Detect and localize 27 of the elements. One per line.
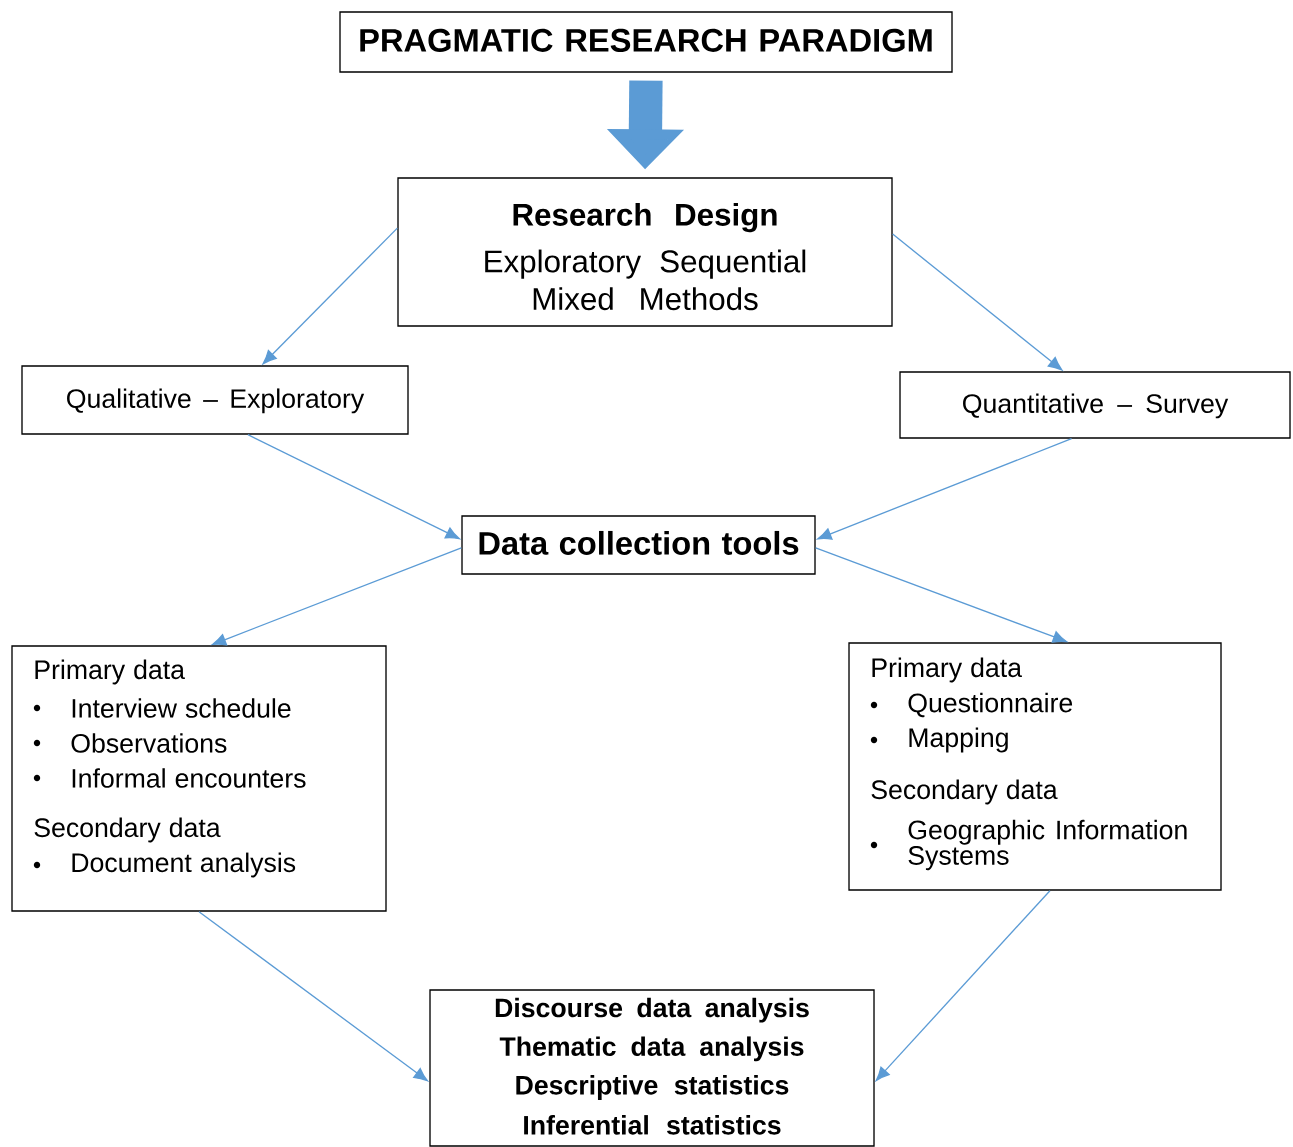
arrow xyxy=(817,438,1073,540)
arrow xyxy=(815,547,1067,643)
analysis-box: Discourse data analysis Thematic data analysis Descriptive statistics Inferential statistics xyxy=(429,989,875,1147)
section-heading: Primary data xyxy=(35,659,185,685)
data-box xyxy=(848,642,1222,891)
arrow xyxy=(247,434,460,540)
list-item: Informal encounters xyxy=(72,768,306,788)
data-box xyxy=(11,645,387,912)
method-box: Quantitative – Survey xyxy=(899,371,1291,439)
method-box: Qualitative – Exploratory xyxy=(21,365,409,435)
list-item: Interview schedule xyxy=(72,698,291,718)
list-item: Observations xyxy=(71,733,227,753)
arrow xyxy=(262,227,398,365)
title-box: PRAGMATIC RESEARCH PARADIGM xyxy=(339,11,953,73)
list-item: Questionnaire xyxy=(908,692,1073,718)
section-heading: Secondary data xyxy=(34,817,221,843)
list-item: Document analysis xyxy=(72,852,296,878)
section-heading: Secondary data xyxy=(871,779,1058,805)
section-heading: Primary data xyxy=(872,657,1022,683)
tools-box: Data collection tools xyxy=(461,515,816,575)
arrow xyxy=(211,547,462,646)
list-item: Geographic Information Systems xyxy=(908,819,1187,871)
design-box: Research Design Exploratory Sequential Mixed Methods xyxy=(397,177,893,327)
arrow xyxy=(875,890,1051,1081)
list-item: Mapping xyxy=(909,727,1008,753)
arrow xyxy=(892,233,1063,371)
arrow xyxy=(198,911,428,1082)
